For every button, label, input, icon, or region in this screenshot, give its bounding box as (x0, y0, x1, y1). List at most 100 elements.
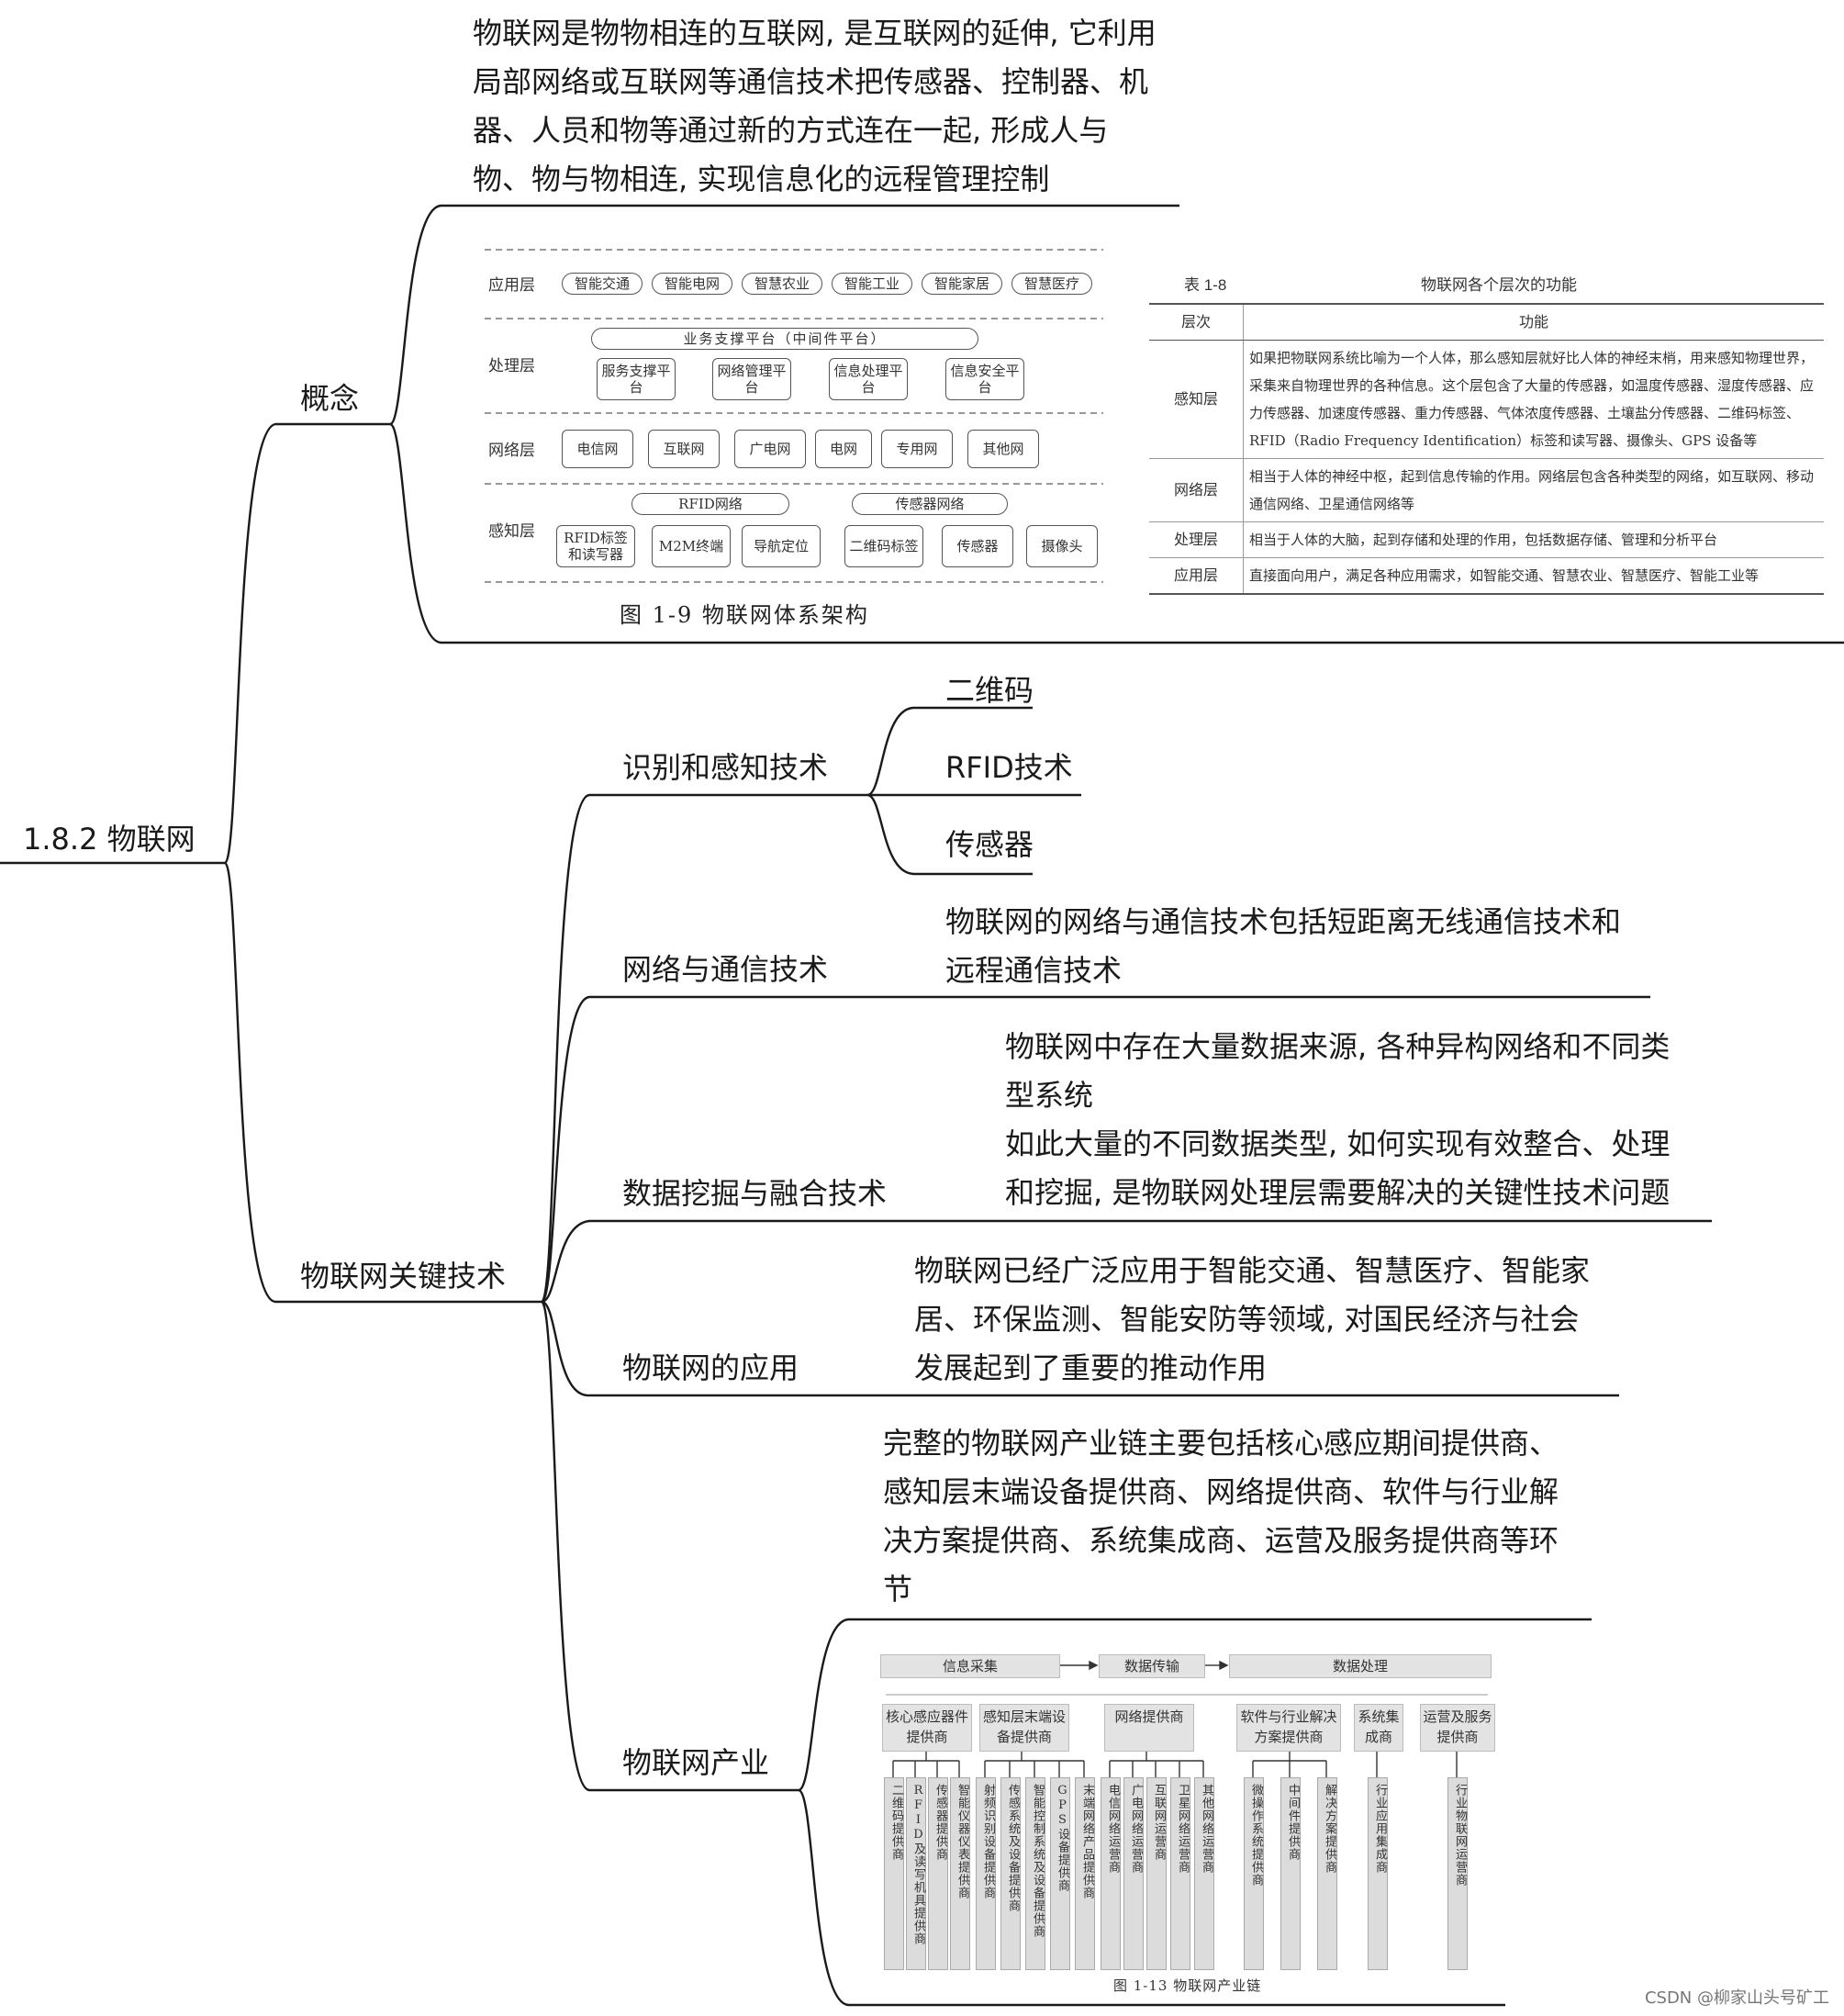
proc-item: 服务支撑平台 (597, 358, 676, 400)
concept-node[interactable]: 概念 (300, 381, 360, 416)
sense-item: 传感器 (942, 525, 1013, 567)
architecture-figure: 应用层 智能交通 智能电网 智慧农业 智能工业 智能家居 智慧医疗 处理层 业务… (477, 241, 1111, 635)
architecture-caption: 图 1-9 物联网体系架构 (620, 602, 869, 628)
proc-item: 信息安全平台 (945, 358, 1024, 400)
edge-recog-sensor (866, 793, 1033, 876)
net-item: 广电网 (734, 430, 806, 468)
middleware-platform: 业务支撑平台（中间件平台） (591, 328, 978, 350)
proc-item: 网络管理平台 (712, 358, 791, 400)
industry-node[interactable]: 物联网产业 (622, 1745, 770, 1780)
datamining-desc-line: 如此大量的不同数据类型, 如何实现有效整合、处理 (1005, 1126, 1671, 1161)
chain-item: 其他网络运营商 (1194, 1777, 1214, 1970)
chain-item: GPS设备提供商 (1050, 1777, 1070, 1970)
sense-item: 二维码标签 (844, 525, 923, 567)
chain-item: 电信网络运营商 (1101, 1777, 1121, 1970)
chain-stage: 数据处理 (1229, 1654, 1492, 1678)
chain-item: 微操作系统提供商 (1244, 1777, 1264, 1970)
chain-item: 末端网络产品提供商 (1075, 1777, 1095, 1970)
edge-keytech-recognition (540, 793, 867, 1304)
chain-item: 互联网运营商 (1146, 1777, 1167, 1970)
chain-group: 软件与行业解决方案提供商 (1236, 1704, 1341, 1752)
chain-item: 智能控制系统及设备提供商 (1025, 1777, 1045, 1970)
table-level-cell: 处理层 (1149, 521, 1244, 558)
table-level-cell: 网络层 (1149, 458, 1244, 522)
chain-item: RFID及读写机具提供商 (906, 1777, 926, 1970)
table-func-cell: 直接面向用户，满足各种应用需求，如智能交通、智慧农业、智慧医疗、智能工业等 (1249, 567, 1760, 584)
edge-concept-definition (388, 204, 1179, 426)
sense-item: RFID标签和读写器 (556, 525, 635, 567)
sensing-group: RFID网络 (631, 493, 789, 515)
application-node[interactable]: 物联网的应用 (622, 1350, 799, 1385)
net-item: 专用网 (881, 430, 953, 468)
chain-stage: 信息采集 (880, 1654, 1060, 1678)
net-item: 互联网 (648, 430, 720, 468)
concept-definition: 物联网是物物相连的互联网, 是互联网的延伸, 它利用 局部网络或互联网等通信技术… (473, 9, 1157, 204)
table-row: 处理层 相当于人体的大脑，起到存储和处理的作用，包括数据存储、管理和分析平台 (1149, 521, 1824, 558)
layer-label: 应用层 (488, 276, 535, 295)
table-level-cell: 应用层 (1149, 557, 1244, 594)
network-desc-line: 远程通信技术 (945, 953, 1123, 988)
key-tech-node[interactable]: 物联网关键技术 (300, 1259, 507, 1294)
datamining-desc-line: 型系统 (1005, 1078, 1094, 1113)
chain-group: 核心感应器件提供商 (882, 1704, 972, 1752)
application-desc-line: 物联网已经广泛应用于智能交通、智慧医疗、智能家 (914, 1253, 1591, 1288)
definition-line: 器、人员和物等通过新的方式连在一起, 形成人与 (473, 113, 1109, 148)
industry-desc-line: 完整的物联网产业链主要包括核心感应期间提供商、 (883, 1426, 1559, 1461)
application-desc-line: 发展起到了重要的推动作用 (914, 1350, 1268, 1385)
chain-group: 感知层末端设备提供商 (979, 1704, 1069, 1752)
net-item: 电网 (815, 430, 872, 468)
industry-desc: 完整的物联网产业链主要包括核心感应期间提供商、 感知层末端设备提供商、网络提供商… (883, 1419, 1559, 1614)
chain-item: 智能仪器仪表提供商 (950, 1777, 970, 1970)
chain-item: 中间件提供商 (1280, 1777, 1301, 1970)
sense-item: M2M终端 (652, 525, 731, 567)
edge-industry-text (798, 1618, 1592, 1792)
edge-concept-figures (388, 422, 1844, 644)
chain-item: 卫星网络运营商 (1170, 1777, 1190, 1970)
app-item: 智慧医疗 (1011, 273, 1092, 295)
architecture-dividers (485, 249, 1103, 583)
chain-item: 二维码提供商 (884, 1777, 904, 1970)
datamining-desc-line: 物联网中存在大量数据来源, 各种异构网络和不同类 (1005, 1029, 1671, 1064)
industry-chain-caption: 图 1-13 物联网产业链 (1113, 1977, 1262, 1994)
table-row: 应用层 直接面向用户，满足各种应用需求，如智能交通、智慧农业、智慧医疗、智能工业… (1149, 557, 1824, 594)
network-node[interactable]: 网络与通信技术 (622, 952, 829, 987)
network-desc-line: 物联网的网络与通信技术包括短距离无线通信技术和 (945, 904, 1622, 939)
chain-group: 网络提供商 (1104, 1704, 1194, 1752)
chain-group: 运营及服务提供商 (1420, 1704, 1495, 1752)
qrcode-node[interactable]: 二维码 (945, 673, 1034, 708)
industry-desc-line: 决方案提供商、系统集成商、运营及服务提供商等环 (883, 1523, 1559, 1558)
datamining-node[interactable]: 数据挖掘与融合技术 (622, 1176, 888, 1211)
table-number: 表 1-8 (1184, 276, 1227, 294)
table-header-row: 层次 功能 (1149, 304, 1824, 341)
industry-chain-figure: 信息采集 数据传输 数据处理 核心感应器件提供商 感知层末端设备提供商 网络提供… (877, 1649, 1501, 2001)
chain-item: 传感系统及设备提供商 (1000, 1777, 1021, 1970)
datamining-desc-line: 和挖掘, 是物联网处理层需要解决的关键性技术问题 (1005, 1175, 1671, 1210)
recognition-node[interactable]: 识别和感知技术 (622, 750, 829, 785)
chain-item: 传感器提供商 (928, 1777, 948, 1970)
sensing-group: 传感器网络 (852, 493, 1008, 515)
industry-desc-line: 感知层末端设备提供商、网络提供商、软件与行业解 (883, 1474, 1559, 1509)
watermark: CSDN @柳家山头号矿工 (1644, 1988, 1829, 2008)
table-level-cell: 感知层 (1149, 340, 1244, 459)
datamining-desc: 物联网中存在大量数据来源, 各种异构网络和不同类 型系统 如此大量的不同数据类型… (1005, 1023, 1670, 1217)
table-func-cell: 相当于人体的神经中枢，起到信息传输的作用。网络层包含各种类型的网络，如互联网、移… (1243, 458, 1824, 522)
edge-keytech-network (540, 995, 1650, 1304)
chain-stage: 数据传输 (1099, 1654, 1205, 1678)
app-item: 智能电网 (652, 273, 732, 295)
table-header-cell: 层次 (1149, 304, 1244, 341)
edge-keytech-datamining (541, 1219, 1712, 1304)
table-title: 物联网各个层次的功能 (1421, 276, 1577, 294)
sensor-node[interactable]: 传感器 (945, 827, 1034, 862)
table-row: 感知层 如果把物联网系统比喻为一个人体，那么感知层就好比人体的神经末梢，用来感知… (1149, 340, 1824, 459)
app-item: 智能工业 (832, 273, 912, 295)
sense-item: 导航定位 (742, 525, 821, 567)
definition-line: 物、物与物相连, 实现信息化的远程管理控制 (473, 162, 1050, 196)
layer-label: 网络层 (488, 442, 535, 460)
app-item: 智慧农业 (742, 273, 822, 295)
chain-item: 行业物联网运营商 (1447, 1777, 1468, 1970)
chain-item: 解决方案提供商 (1317, 1777, 1337, 1970)
root-node[interactable]: 1.8.2 物联网 (23, 822, 196, 857)
rfid-node[interactable]: RFID技术 (945, 750, 1073, 785)
chain-item: 行业应用集成商 (1368, 1777, 1388, 1970)
